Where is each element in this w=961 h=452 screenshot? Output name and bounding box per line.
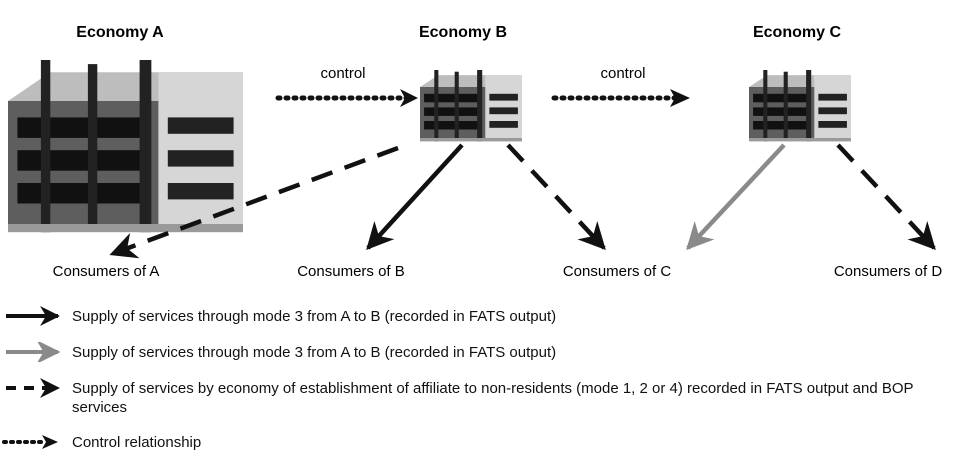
arrow-b-to-consumers-b (366, 143, 464, 250)
legend-dashed-arrow-icon (6, 378, 60, 398)
legend-text: Supply of services through mode 3 from A… (72, 344, 557, 361)
legend-dotted-arrow-icon (2, 435, 58, 449)
legend-text: Control relationship (72, 434, 202, 451)
building-icon-economy-a (8, 60, 243, 233)
consumers-b-label: Consumers of B (297, 263, 405, 280)
consumers-c-label: Consumers of C (563, 263, 672, 280)
legend-solid-grey-arrow-icon (6, 342, 61, 362)
control-arrow-b-to-c (551, 89, 690, 107)
building-icon-economy-b (420, 70, 522, 142)
economy-a-title: Economy A (76, 24, 164, 41)
arrow-b-to-consumers-a (109, 145, 399, 259)
control-arrow-a-to-b (275, 89, 418, 107)
arrow-c-to-consumers-d (836, 143, 936, 250)
consumers-d-label: Consumers of D (834, 263, 943, 280)
legend-solid-black-arrow-icon (6, 306, 60, 326)
arrow-b-to-consumers-c (506, 143, 606, 250)
consumers-a-label: Consumers of A (53, 263, 160, 280)
economy-c-title: Economy C (753, 24, 841, 41)
control-label-a-b: control (320, 65, 365, 82)
arrow-c-to-consumers-c (686, 143, 786, 250)
legend-text: Supply of services through mode 3 from A… (72, 308, 557, 325)
legend-text: Supply of services by economy of establi… (72, 380, 914, 416)
economy-b-title: Economy B (419, 24, 507, 41)
control-label-b-c: control (600, 65, 645, 82)
building-icon-economy-c (749, 70, 851, 142)
